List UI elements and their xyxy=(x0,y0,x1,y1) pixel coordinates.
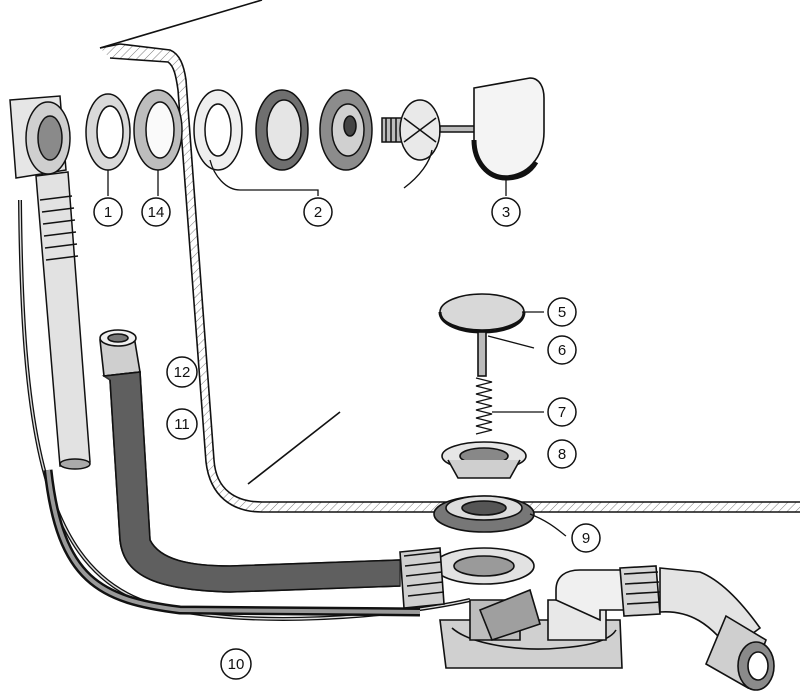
part-spindle xyxy=(381,99,477,161)
callout-5: 5 xyxy=(547,297,577,327)
callout-14: 14 xyxy=(141,197,171,227)
callout-label-2: 2 xyxy=(314,204,322,221)
callout-3: 3 xyxy=(491,197,521,227)
part-plug-5 xyxy=(438,293,526,334)
part-handle-3 xyxy=(471,77,545,181)
outlet-elbow xyxy=(555,565,775,691)
callout-label-3: 3 xyxy=(502,204,510,221)
callout-label-5: 5 xyxy=(558,304,566,321)
callout-10: 10 xyxy=(220,648,252,680)
callout-label-12: 12 xyxy=(174,364,191,381)
filling-pipe xyxy=(99,329,401,593)
callout-label-10: 10 xyxy=(228,656,245,673)
part-rosette xyxy=(319,89,373,171)
overflow-housing xyxy=(9,95,71,179)
trap-body xyxy=(399,547,623,669)
callout-1: 1 xyxy=(93,197,123,227)
part-strainer-8 xyxy=(441,441,527,479)
callout-label-8: 8 xyxy=(558,446,566,463)
turn-arrow xyxy=(403,149,433,189)
part-flange-9 xyxy=(433,495,535,533)
part-rod-6 xyxy=(477,331,487,377)
callout-label-6: 6 xyxy=(558,342,566,359)
part-ring-1 xyxy=(85,93,131,171)
callout-11: 11 xyxy=(166,408,198,440)
leader-lines xyxy=(107,159,567,537)
callout-label-14: 14 xyxy=(148,204,165,221)
callout-label-7: 7 xyxy=(558,404,566,421)
callout-9: 9 xyxy=(571,523,601,553)
part-spring-7 xyxy=(475,377,493,435)
callout-2: 2 xyxy=(303,197,333,227)
part-nut-2b xyxy=(255,89,309,171)
callout-6: 6 xyxy=(547,335,577,365)
callout-8: 8 xyxy=(547,439,577,469)
callout-12: 12 xyxy=(166,356,198,388)
callout-7: 7 xyxy=(547,397,577,427)
part-gasket-2a xyxy=(193,89,243,171)
callout-label-9: 9 xyxy=(582,530,590,547)
callout-label-1: 1 xyxy=(104,204,112,221)
overflow-hose xyxy=(35,171,91,470)
part-seal-14 xyxy=(133,89,183,171)
callout-label-11: 11 xyxy=(174,416,190,433)
